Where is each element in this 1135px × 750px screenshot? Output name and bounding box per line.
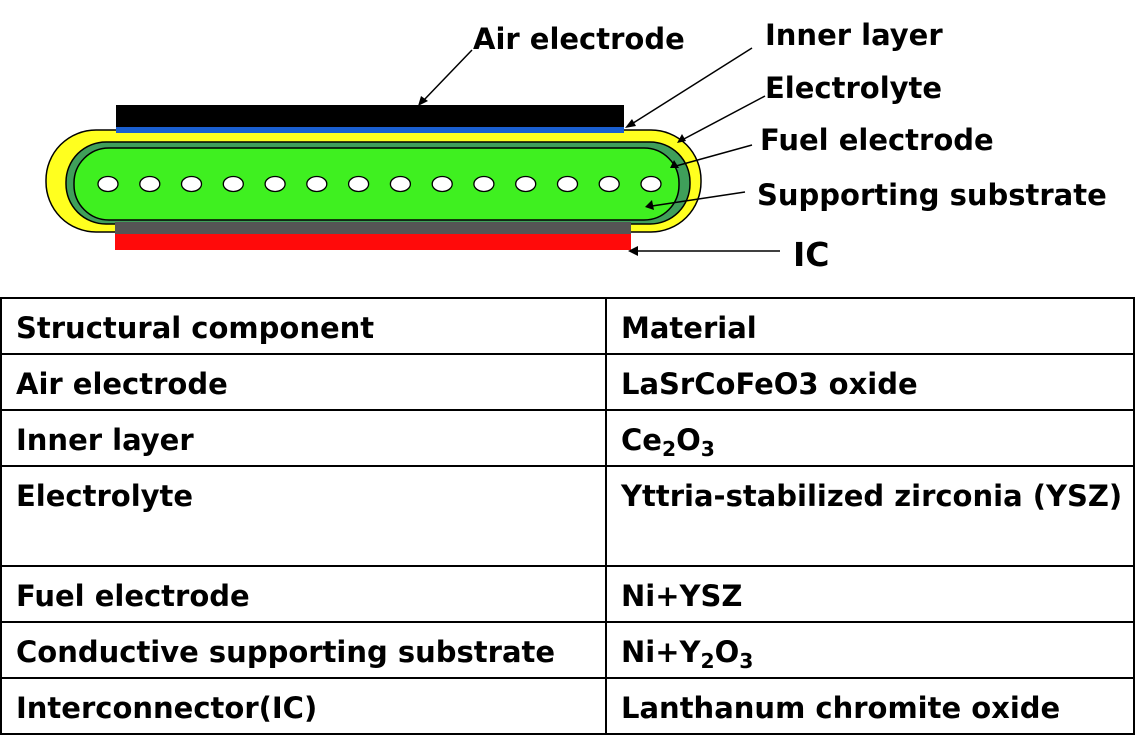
cell-component: Electrolyte — [0, 465, 607, 567]
label-fuel-electrode: Fuel electrode — [760, 123, 994, 157]
cell-material: Ni+YSZ — [605, 565, 1135, 623]
fuel-electrode-arrowhead — [670, 160, 679, 168]
table-row: Interconnector(IC) Lanthanum chromite ox… — [0, 677, 1135, 735]
pore — [222, 175, 244, 193]
header-structural-component: Structural component — [0, 297, 607, 355]
cell-component: Fuel electrode — [0, 565, 607, 623]
table-row: Conductive supporting substrate Ni+Y2O3 — [0, 621, 1135, 679]
formula-part: Ce — [621, 423, 662, 457]
inner-layer-arrowhead — [625, 119, 636, 128]
ic-arrowhead — [628, 246, 638, 256]
inner-layer-leader — [629, 47, 753, 126]
cell-component: Air electrode — [0, 353, 607, 411]
pore — [347, 175, 370, 193]
pore — [556, 175, 579, 193]
formula-part: Ni+Y — [621, 635, 701, 669]
cell-material: Yttria-stabilized zirconia (YSZ) — [605, 465, 1135, 567]
table-row: Air electrode LaSrCoFeO3 oxide — [0, 353, 1135, 411]
air-electrode-leader — [422, 49, 473, 102]
formula-subscript: 3 — [739, 649, 754, 674]
cell-component: Interconnector(IC) — [0, 677, 607, 735]
pore — [139, 175, 161, 193]
supporting-substrate-arrowhead — [645, 200, 654, 210]
table-header-row: Structural component Material — [0, 297, 1135, 355]
pore — [640, 175, 662, 193]
formula-part: O — [714, 635, 740, 669]
fuel-electrode-leader — [675, 144, 753, 167]
cell-material: LaSrCoFeO3 oxide — [605, 353, 1135, 411]
supporting-substrate-leader — [651, 191, 746, 207]
label-ic: IC — [793, 235, 830, 274]
table-row: Inner layer Ce2O3 — [0, 409, 1135, 467]
pore — [97, 175, 119, 193]
pore — [180, 175, 203, 193]
air-electrode-layer — [116, 105, 624, 127]
cell-material: Ce2O3 — [605, 409, 1135, 467]
pore — [598, 175, 620, 193]
electrolyte-leader — [681, 95, 766, 141]
table-row: Fuel electrode Ni+YSZ — [0, 565, 1135, 623]
electrolyte-arrowhead — [677, 134, 686, 143]
formula-subscript: 2 — [661, 437, 677, 462]
supporting-substrate-layer — [73, 147, 680, 221]
air-electrode-arrowhead — [418, 96, 428, 106]
label-inner-layer: Inner layer — [765, 18, 943, 52]
formula-part: O — [676, 423, 701, 457]
pore — [431, 175, 453, 193]
cell-cross-section-diagram: Air electrode Inner layer Electrolyte Fu… — [45, 18, 1107, 274]
cell-component: Conductive supporting substrate — [0, 621, 607, 679]
cell-material: Lanthanum chromite oxide — [605, 677, 1135, 735]
component-material-table: Structural component Material Air electr… — [0, 297, 1135, 735]
ic-layer — [115, 234, 631, 250]
pore — [264, 175, 286, 193]
label-supporting-substrate: Supporting substrate — [757, 178, 1107, 212]
formula-subscript: 2 — [700, 649, 715, 674]
interconnector-base-layer — [115, 222, 631, 234]
pore — [389, 175, 412, 193]
cell-component: Inner layer — [0, 409, 607, 467]
cell-material: Ni+Y2O3 — [605, 621, 1135, 679]
pore — [306, 175, 328, 193]
pore — [515, 175, 537, 193]
label-air-electrode: Air electrode — [473, 22, 685, 56]
label-electrolyte: Electrolyte — [765, 71, 942, 105]
formula-subscript: 3 — [700, 437, 715, 462]
pore — [473, 175, 495, 193]
inner-layer-strip — [116, 127, 624, 133]
header-material: Material — [605, 297, 1135, 355]
substrate-pores — [97, 175, 662, 193]
table-row: Electrolyte Yttria-stabilized zirconia (… — [0, 465, 1135, 567]
